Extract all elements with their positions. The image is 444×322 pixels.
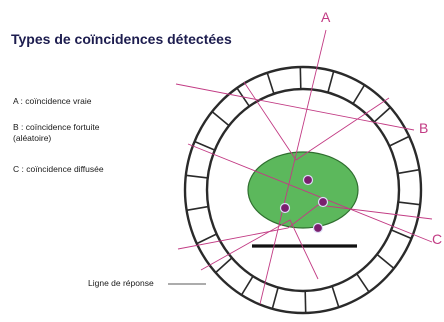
detector-segment-divider xyxy=(304,290,307,314)
legend-b-subtext: (aléatoire) xyxy=(13,133,52,143)
detector-segment-divider xyxy=(266,72,275,95)
detector-segment-divider xyxy=(373,106,391,123)
detector-segment-divider xyxy=(196,233,217,245)
source-dot-2 xyxy=(317,196,329,208)
diagram-title: Types de coïncidences détectées xyxy=(11,31,232,47)
legend-true-coincidence: A : coïncidence vraie xyxy=(13,96,91,107)
detector-ring-outer xyxy=(183,65,423,315)
detector-ring-icon xyxy=(183,65,423,315)
detector-segment-divider xyxy=(398,201,421,206)
annihilation-source-icon xyxy=(279,174,329,234)
ray-scatter-lower xyxy=(177,204,433,250)
detector-segment-divider xyxy=(356,273,370,293)
detector-ring-inner xyxy=(205,87,401,293)
source-dot-4 xyxy=(312,222,324,234)
legend-c-text: C : coïncidence diffusée xyxy=(13,164,104,174)
gamma-rays xyxy=(175,29,433,305)
label-b: B xyxy=(419,120,428,136)
legend-scattered-coincidence: C : coïncidence diffusée xyxy=(13,164,104,175)
source-dot-1 xyxy=(302,174,314,186)
detector-segment-divider xyxy=(389,135,410,147)
detector-segment-divider xyxy=(390,229,412,240)
ray-scatter-upper xyxy=(243,81,390,161)
detector-segment-divider xyxy=(271,287,279,310)
legend-a-text: A : coïncidence vraie xyxy=(13,96,92,106)
legend-random-coincidence: B : coïncidence fortuite (aléatoire) xyxy=(13,122,99,144)
detector-segment-divider xyxy=(331,285,340,308)
ray-scatter-bottom xyxy=(200,219,319,280)
label-a: A xyxy=(321,9,331,25)
detector-segment-divider xyxy=(376,253,395,270)
line-of-response-label: Ligne de réponse xyxy=(88,278,154,288)
ray-true-coincidence xyxy=(259,29,327,305)
detector-segment-divider xyxy=(215,257,233,274)
detector-segment-divider xyxy=(185,174,208,179)
detector-segment-divider xyxy=(240,275,254,296)
detector-segment-divider xyxy=(211,110,230,127)
detector-segment-divider xyxy=(194,140,216,151)
detector-segment-divider xyxy=(352,84,366,105)
source-dot-3 xyxy=(279,202,291,214)
detector-segment-divider xyxy=(186,205,209,212)
detector-segment-divider xyxy=(299,66,302,90)
ray-random-b xyxy=(187,143,433,243)
detector-segment-divider xyxy=(397,168,420,175)
legend-b-text: B : coïncidence fortuite xyxy=(13,122,100,132)
label-c: C xyxy=(432,231,442,247)
detector-segments xyxy=(185,66,421,314)
ray-random-a xyxy=(175,83,415,131)
detector-segment-divider xyxy=(327,70,335,93)
